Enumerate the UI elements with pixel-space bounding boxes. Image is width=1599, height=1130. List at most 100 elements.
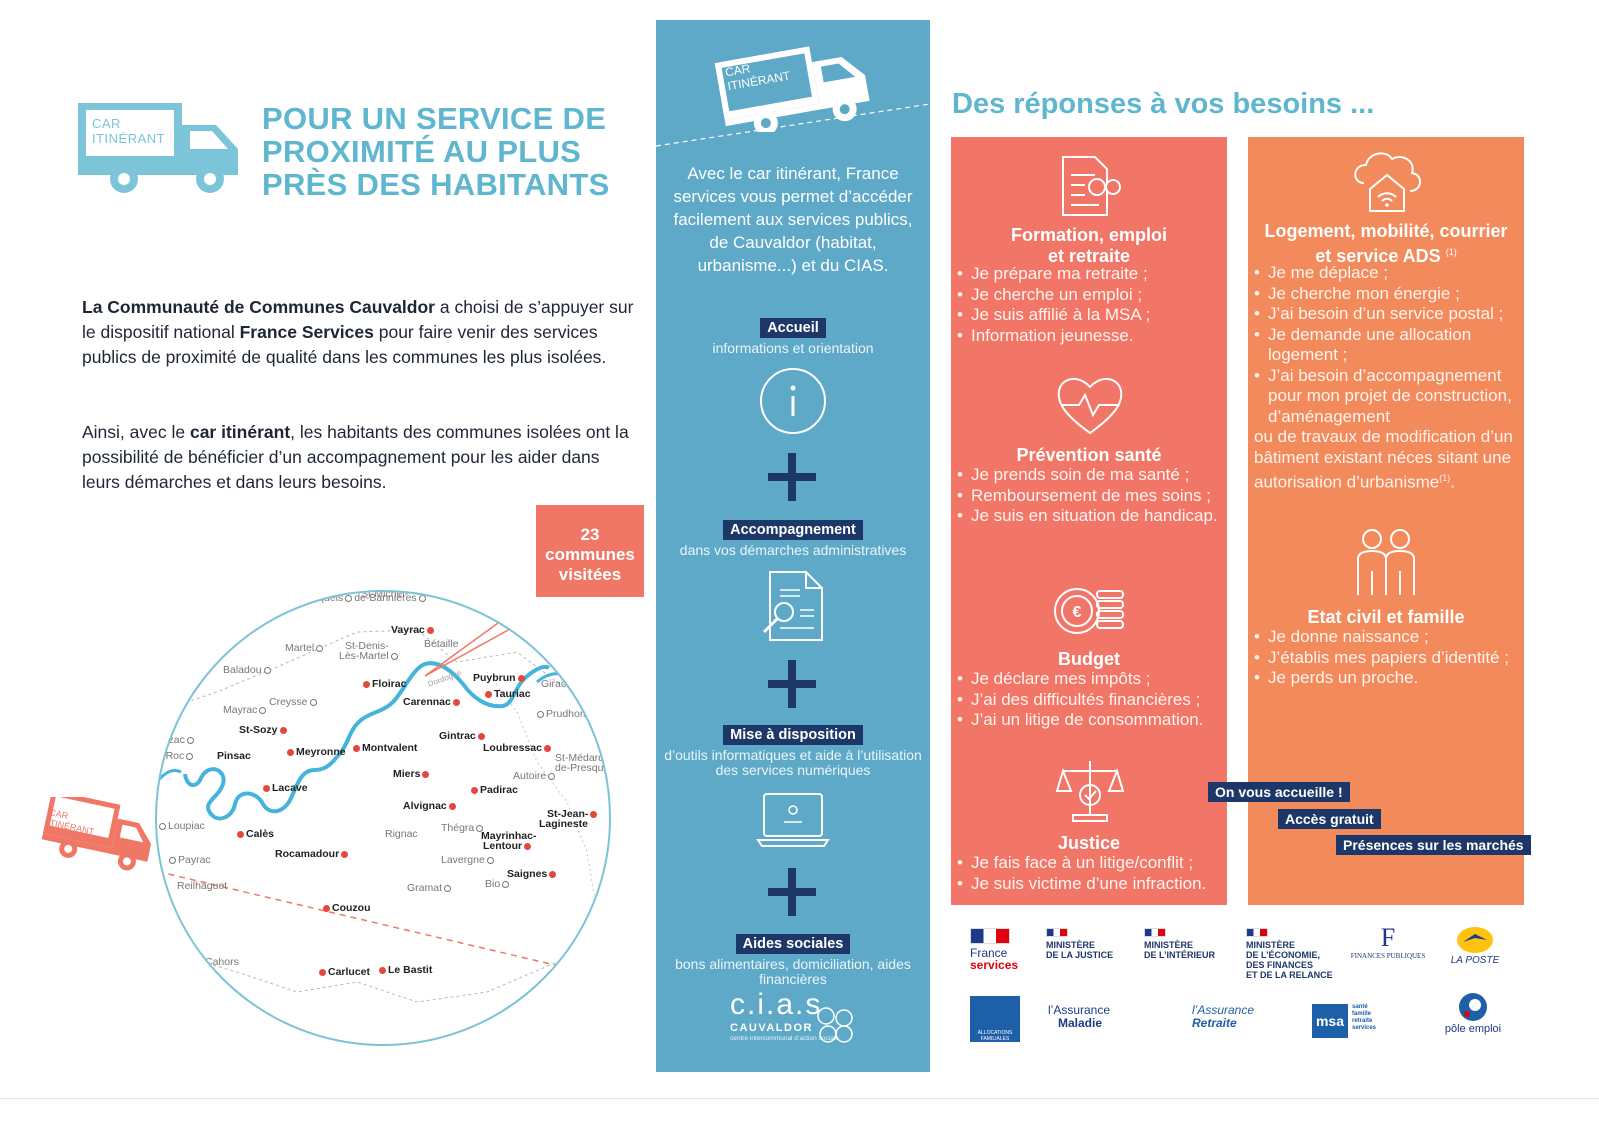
sante-title: Prévention santé xyxy=(1016,445,1162,465)
logement-title: Logement, mobilité, courrier et service … xyxy=(1264,221,1508,266)
list-item: Je cherche mon énergie ; xyxy=(1254,284,1522,305)
map-town: Bétaille xyxy=(424,638,459,650)
map-town: Lavergne xyxy=(441,854,496,866)
map-town: Reilhaguet xyxy=(177,880,228,892)
heart-pulse-icon xyxy=(1057,377,1123,435)
map-town: Carlucet xyxy=(317,966,370,978)
map-town: Autoire xyxy=(513,770,557,782)
ministere-economie-logo: MINISTÈRE DE L’ÉCONOMIE, DES FINANCES ET… xyxy=(1246,928,1333,980)
list-item: Je prends soin de ma santé ; xyxy=(957,465,1225,486)
plus-icon xyxy=(768,868,816,916)
map-town: St-Denis- xyxy=(345,640,389,652)
intro-paragraph-2: Ainsi, avec le car itinérant, les habita… xyxy=(82,422,629,492)
list-item: Information jeunesse. xyxy=(957,326,1225,347)
list-item: Je me déplace ; xyxy=(1254,263,1522,284)
map-town: Saignes xyxy=(507,868,558,880)
map-town: Rignac xyxy=(385,828,418,840)
list-item: Je demande une allocation logement ; xyxy=(1254,325,1522,366)
map-town: St-Médard- xyxy=(555,752,608,764)
truck-icon xyxy=(78,103,238,193)
assurance-maladie-logo: l’Assurance Maladie xyxy=(1048,1003,1111,1030)
document-glasses-icon xyxy=(1062,156,1121,216)
map-town: Gintrac xyxy=(439,730,487,742)
logement-list: Je me déplace ; Je cherche mon énergie ;… xyxy=(1254,263,1522,493)
map-town: Le Bastit xyxy=(377,964,432,976)
map-town: Gramat xyxy=(407,882,453,894)
family-icon xyxy=(1357,529,1415,595)
list-item: Je prépare ma retraite ; xyxy=(957,264,1225,285)
list-item-continued: ou de travaux de modification d’un bâtim… xyxy=(1254,427,1513,492)
service-mise-a-disposition: Mise à disposition xyxy=(656,725,930,745)
formation-list: Je prépare ma retraite ; Je cherche un e… xyxy=(957,264,1225,346)
map-town: Lanzac xyxy=(157,734,196,746)
plus-icon xyxy=(768,660,816,708)
map-town: Loupiac xyxy=(157,820,205,832)
map-town: Puybrun xyxy=(473,672,527,684)
map-town: Pinsac xyxy=(217,750,251,762)
map-town: Floirac xyxy=(361,678,406,690)
justice-list: Je fais face à un litige/conflit ; Je su… xyxy=(957,853,1225,894)
budget-list: Je déclare mes impôts ; J’ai des difficu… xyxy=(957,669,1225,731)
finances-publiques-mark: F xyxy=(1380,923,1396,952)
needs-panel-right: Logement, mobilité, courrier et service … xyxy=(1248,137,1524,905)
finances-publiques-logo: F FINANCES PUBLIQUES xyxy=(1346,923,1430,961)
map-town: Girac xyxy=(541,678,567,690)
map-town: Calès xyxy=(235,828,274,840)
famille-title: Etat civil et famille xyxy=(1307,607,1465,627)
tag-presences-marches: Présences sur les marchés xyxy=(1336,835,1531,855)
justice-title: Justice xyxy=(1057,833,1121,853)
list-item: Je suis en situation de handicap. xyxy=(957,506,1225,527)
badge-text-itinerant: ITINÉRANT xyxy=(92,131,166,146)
list-item: Je suis affilié à la MSA ; xyxy=(957,305,1225,326)
list-item: J’ai un litige de consommation. xyxy=(957,710,1225,731)
services-column: CAR ITINÉRANT Avec le car itinérant, Fra… xyxy=(656,20,930,1072)
list-item: J’ai des difficultés financières ; xyxy=(957,690,1225,711)
map-town: Loubressac xyxy=(483,742,553,754)
page-bottom-divider xyxy=(0,1098,1599,1099)
service-mise-a-disposition-desc: d’outils informatiques et aide à l’utili… xyxy=(664,747,922,778)
list-item: Je fais face à un litige/conflit ; xyxy=(957,853,1225,874)
page-title: POUR UN SERVICE DE PROXIMITÉ AU PLUS PRÈ… xyxy=(262,101,610,202)
map-town: Vayrac xyxy=(391,624,436,636)
formation-title: Formation, emploi et retraite xyxy=(1010,225,1167,266)
map-town: St-Sozy xyxy=(239,724,289,736)
map-town: Thégra xyxy=(441,822,485,834)
budget-title: Budget xyxy=(1058,649,1120,669)
map-town: Rocamadour xyxy=(275,848,350,860)
tag-accueil: On vous accueille ! xyxy=(1208,782,1350,802)
service-accompagnement-desc: dans vos démarches administratives xyxy=(679,542,907,558)
list-item: Je donne naissance ; xyxy=(1254,627,1522,648)
map-town: Lacave xyxy=(261,782,308,794)
truck-icon xyxy=(714,46,870,132)
intro-paragraph-1: La Communauté de Communes Cauvaldor a ch… xyxy=(82,297,634,367)
france-services-logo: France services xyxy=(970,928,1018,971)
services-intro: Avec le car itinérant, France services v… xyxy=(673,164,913,275)
scales-icon xyxy=(1055,761,1125,822)
map-town: St-Michel- xyxy=(361,590,409,600)
map-town: Prudhomat xyxy=(535,708,597,720)
info-icon xyxy=(760,368,826,434)
pole-emploi-logo: pôle emploi xyxy=(1440,992,1506,1035)
cias-logo: c.i.a.s CAUVALDOR centre intercommunal d… xyxy=(730,988,839,1042)
map-town: Padirac xyxy=(469,784,518,796)
map-town: Tauriac xyxy=(483,688,531,700)
map-town: Carennac xyxy=(403,696,462,708)
map-town: Baladou xyxy=(223,664,273,676)
communes-callout: 23 communes visitées xyxy=(536,505,644,597)
service-accueil: Accueil xyxy=(656,318,930,338)
map-town: Lès-Martel xyxy=(339,650,400,662)
map-town: Montvalent xyxy=(351,742,417,754)
list-item: Je déclare mes impôts ; xyxy=(957,669,1225,690)
svg-text:€: € xyxy=(1073,604,1082,621)
service-aides-sociales-desc: bons alimentaires, domiciliation, aides … xyxy=(675,956,911,987)
assurance-retraite-logo: l’Assurance Retraite xyxy=(1192,1003,1255,1030)
map-town: Mayrac xyxy=(223,704,268,716)
service-accompagnement: Accompagnement xyxy=(656,520,930,540)
map-town: Payrac xyxy=(167,854,211,866)
document-search-icon xyxy=(762,571,823,641)
famille-list: Je donne naissance ; J’établis mes papie… xyxy=(1254,627,1522,689)
list-item: Je cherche un emploi ; xyxy=(957,285,1225,306)
la-poste-logo: LA POSTE xyxy=(1446,926,1504,966)
